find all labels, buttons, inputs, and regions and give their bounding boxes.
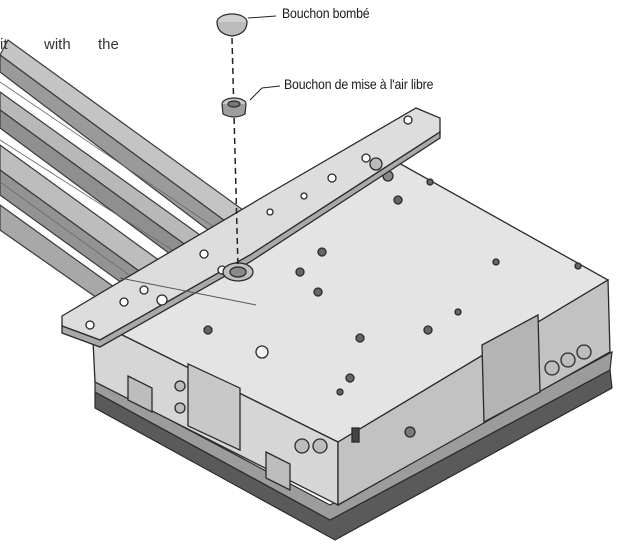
plate-hole xyxy=(266,208,274,216)
plate-hole xyxy=(119,297,129,307)
plate-hole xyxy=(139,285,149,295)
vent-plug-label: Bouchon de mise à l'air libre xyxy=(284,76,434,92)
top-hole-large xyxy=(255,345,269,359)
top-hole xyxy=(317,247,327,257)
controller-box xyxy=(90,147,611,507)
leader-line-domed-plug xyxy=(247,15,277,19)
assembly-axis xyxy=(231,37,239,269)
top-hole xyxy=(355,333,365,343)
mounting-plate-edge xyxy=(61,130,441,348)
top-hole xyxy=(336,388,344,396)
cut-off-text-fragment: it xyxy=(0,36,8,53)
vent-plug xyxy=(221,97,247,118)
cut-off-text-word-1: with xyxy=(44,36,71,53)
plate-boss xyxy=(369,157,383,171)
plate-hole xyxy=(199,249,209,259)
right-face-slot xyxy=(351,427,360,443)
plate-split-line xyxy=(119,277,257,306)
left-tab-1 xyxy=(127,374,153,414)
top-hole xyxy=(574,262,582,270)
top-hole xyxy=(393,195,403,205)
top-hole xyxy=(426,178,434,186)
plate-hole xyxy=(300,192,308,200)
right-panel-window xyxy=(481,313,541,424)
plate-hole xyxy=(361,153,371,163)
right-face-hole-2 xyxy=(560,352,576,368)
top-hole xyxy=(345,373,355,383)
left-face-hole-4 xyxy=(312,438,328,454)
mounting-plate xyxy=(61,107,441,348)
plate-hole xyxy=(156,294,168,306)
right-face-hole-1 xyxy=(544,360,560,376)
left-tab-2 xyxy=(265,450,291,492)
plate-hole xyxy=(327,173,337,183)
top-hole xyxy=(454,308,462,316)
plug-hole-inner xyxy=(229,266,247,278)
base-tray xyxy=(94,350,613,541)
cut-off-text-word-2: the xyxy=(98,36,119,53)
right-face-bolt xyxy=(404,426,416,438)
base-tray-top-lip xyxy=(94,350,613,521)
left-face-hole-3 xyxy=(294,438,310,454)
left-panel-window xyxy=(187,362,241,452)
plate-hole xyxy=(85,320,95,330)
domed-plug-label: Bouchon bombé xyxy=(282,5,370,21)
right-face-hole-3 xyxy=(576,344,592,360)
top-hole xyxy=(423,325,433,335)
left-face-hole-2 xyxy=(174,402,186,414)
plate-hole xyxy=(403,115,413,125)
top-hole xyxy=(203,325,213,335)
top-hole xyxy=(295,267,305,277)
domed-plug xyxy=(216,13,248,37)
top-hole xyxy=(313,287,323,297)
leader-line-vent-plug xyxy=(249,85,281,101)
left-face-hole-1 xyxy=(174,380,186,392)
top-hole xyxy=(492,258,500,266)
